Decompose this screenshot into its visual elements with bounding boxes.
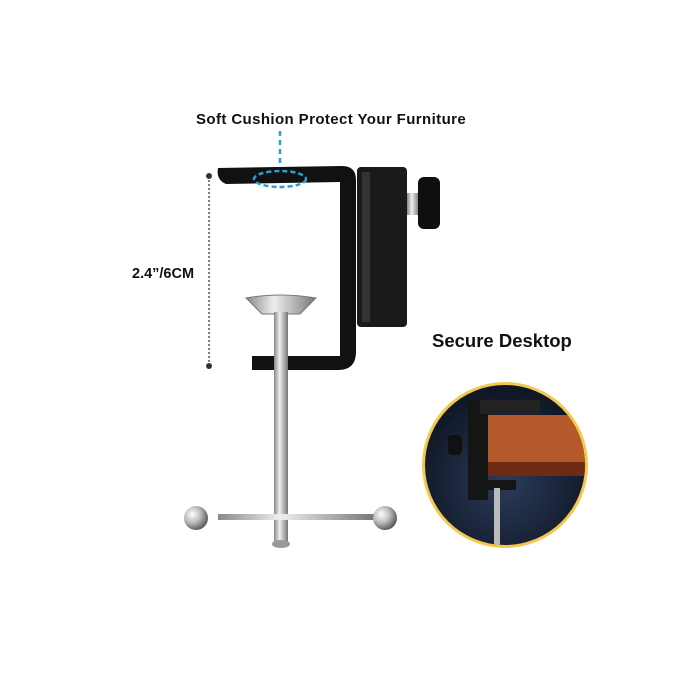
dimension-marker-bottom [206,363,212,369]
screw [184,294,397,548]
dimension-label: 2.4”/6CM [132,266,195,282]
dimension-marker-top [206,173,212,179]
cushion-highlight [252,169,308,189]
inset-label: Secure Desktop [432,330,572,351]
cushion-label: Soft Cushion Protect Your Furniture [196,111,467,128]
inset-photo [422,382,588,548]
c-clamp [217,166,440,370]
